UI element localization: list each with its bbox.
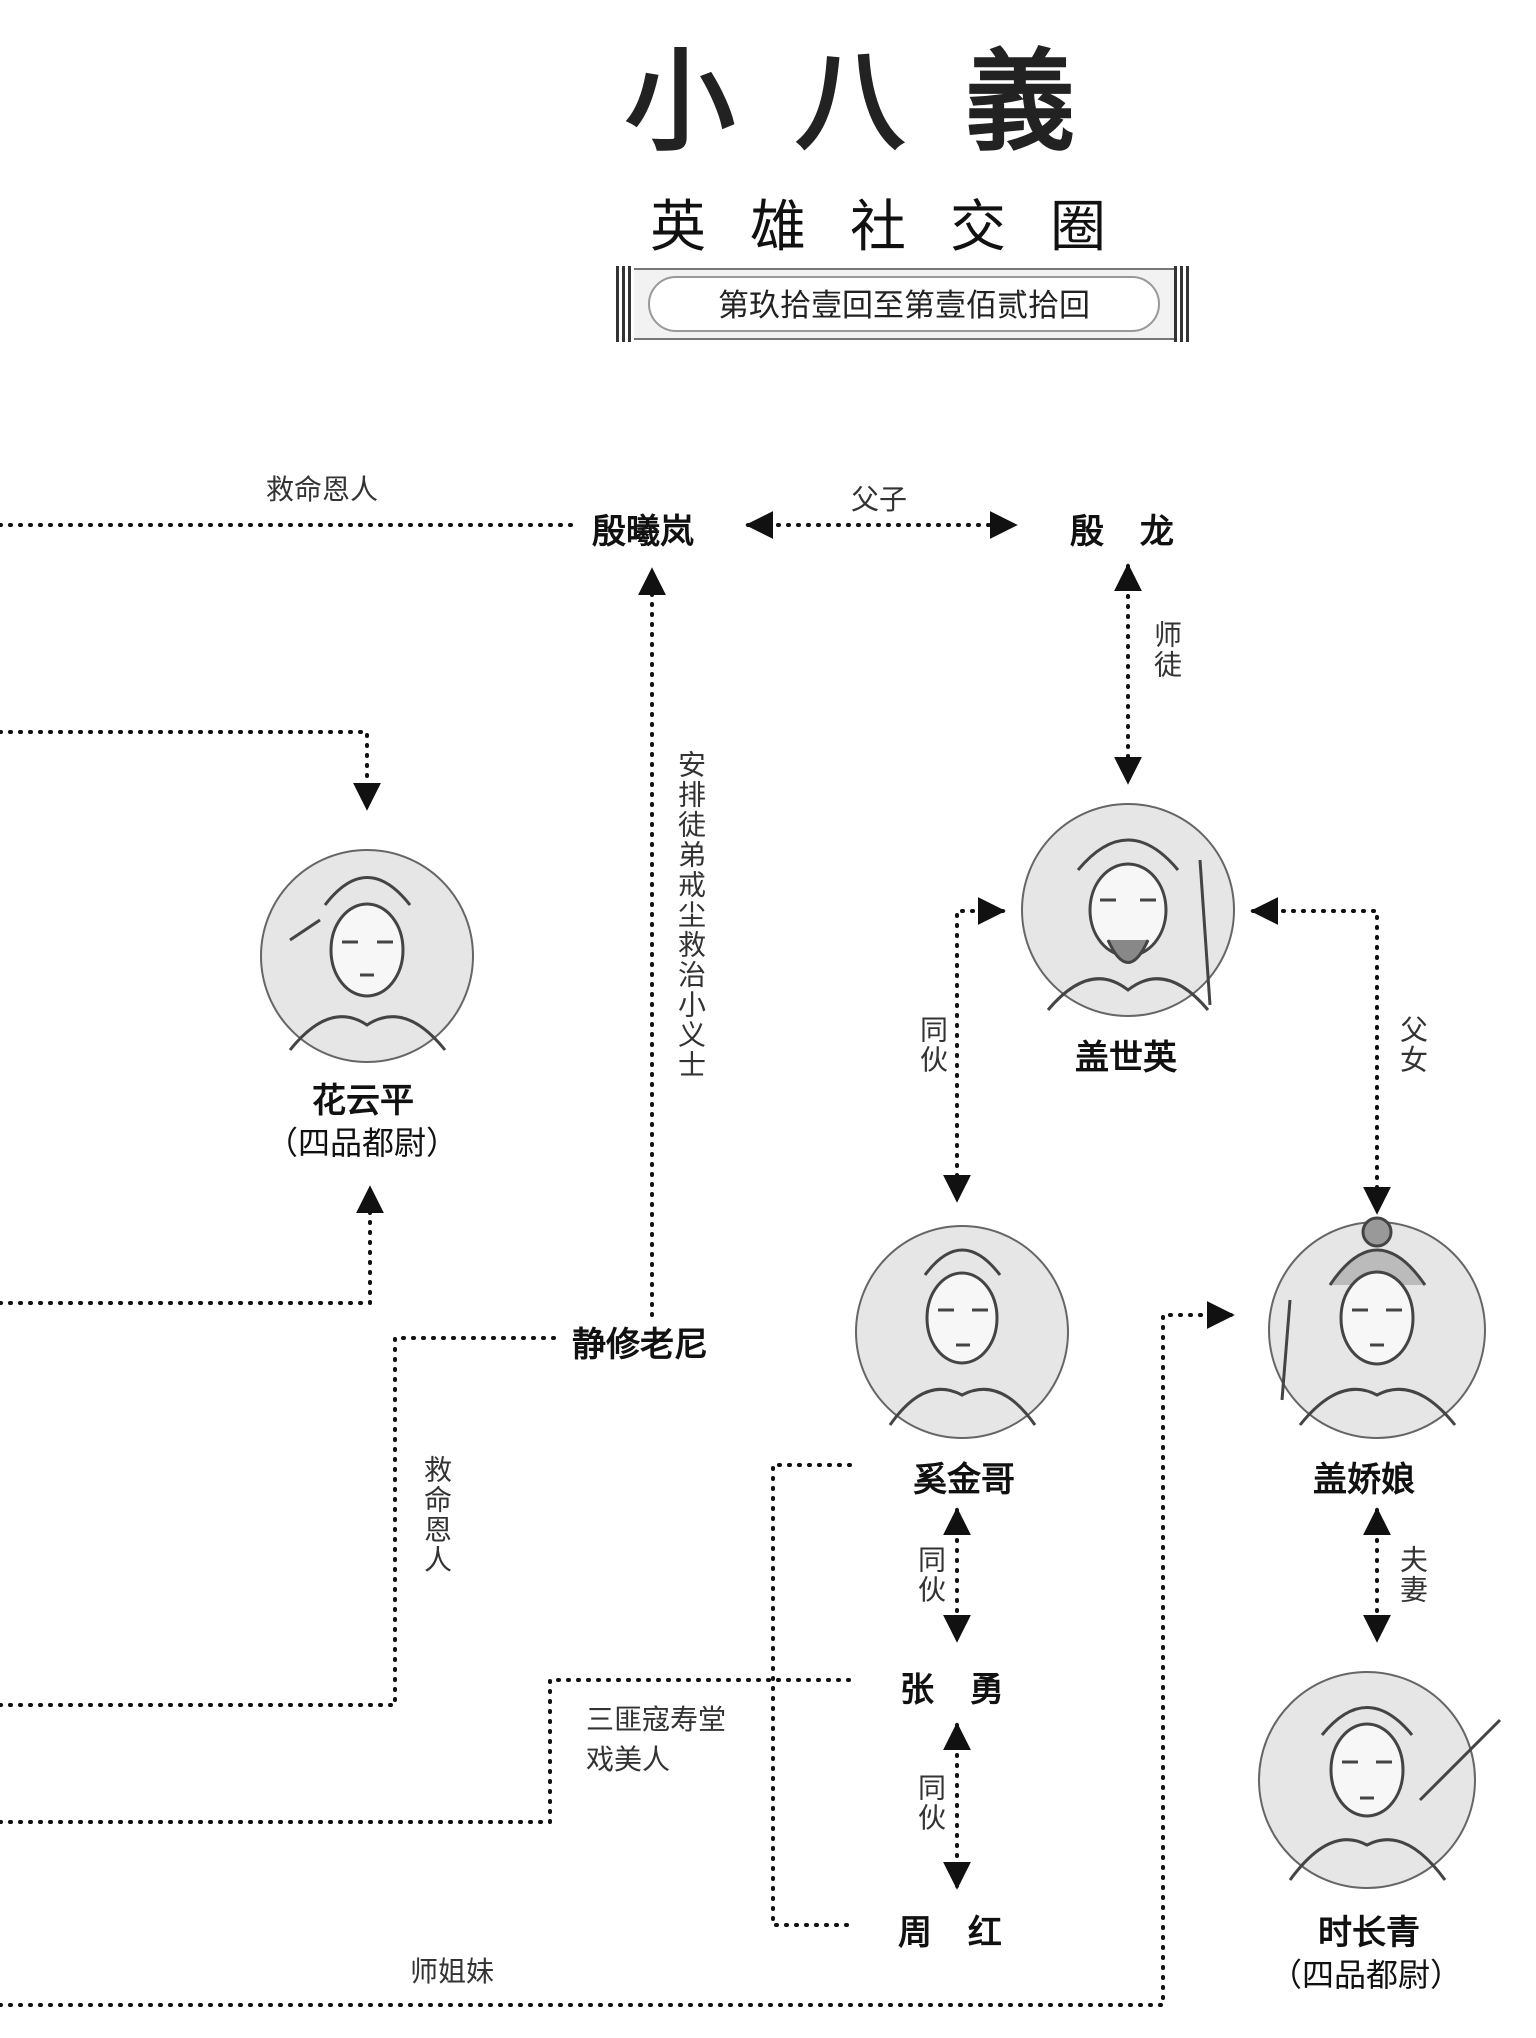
- line-father-daughter: [1250, 897, 1391, 1215]
- name-shi-changqing: 时长青: [1318, 1913, 1420, 1953]
- line-to-huayunping-bottom: [0, 1185, 384, 1305]
- rank-hua-yunping: （四品都尉）: [266, 1124, 459, 1162]
- title-subtitle: 英雄社交圈: [650, 195, 1150, 260]
- label-companions-2: 同伙: [914, 1545, 947, 1605]
- name-zhou-hong: 周 红: [898, 1913, 1014, 1953]
- line-shouyutang: [0, 1678, 852, 1824]
- label-life-saver-top: 救命恩人: [266, 473, 379, 506]
- line-sworn-sisters: [0, 1301, 1235, 2007]
- line-xijinge-zhouhong-bracket: [771, 1463, 852, 1927]
- portrait-hua-yunping: [260, 849, 474, 1063]
- name-jingxiu: 静修老尼: [572, 1325, 708, 1365]
- name-yin-long: 殷 龙: [1070, 512, 1186, 552]
- name-xi-jinge: 奚金哥: [913, 1460, 1015, 1500]
- line-to-huayunping-top: [0, 730, 381, 811]
- name-gai-shiying: 盖世英: [1075, 1038, 1177, 1078]
- label-companions-3: 同伙: [914, 1773, 947, 1833]
- bearded-elder-portrait-icon: [1046, 838, 1212, 1011]
- line-companions-1: [943, 897, 1006, 1203]
- young-hero-portrait-icon: [288, 876, 447, 1051]
- line-life-saver-left: [0, 1336, 562, 1707]
- name-zhang-yong: 张 勇: [900, 1670, 1016, 1710]
- label-sworn-sisters: 师姐妹: [410, 1955, 495, 1988]
- portrait-shi-changqing: [1258, 1671, 1502, 1889]
- portrait-gai-jiaoniang: [1268, 1216, 1486, 1439]
- title-main: 小八義: [625, 37, 1135, 166]
- chapter-range: 第玖拾壹回至第壹佰贰拾回: [648, 276, 1160, 332]
- label-arrange-disciple: 安排徒弟戒尘救治小义士: [674, 750, 707, 1080]
- portrait-xi-jinge: [855, 1225, 1069, 1439]
- label-husband-wife: 夫妻: [1396, 1545, 1429, 1605]
- portrait-gai-shiying: [1021, 803, 1235, 1017]
- label-companions-1: 同伙: [916, 1015, 949, 1075]
- name-hua-yunping: 花云平: [312, 1081, 414, 1121]
- label-father-son: 父子: [851, 483, 908, 516]
- chapter-banner: 第玖拾壹回至第壹佰贰拾回: [616, 266, 1192, 342]
- label-life-saver-left: 救命恩人: [420, 1455, 453, 1575]
- name-gai-jiaoniang: 盖娇娘: [1313, 1460, 1415, 1500]
- warrior-portrait-icon: [1288, 1706, 1502, 1881]
- rank-shi-changqing: （四品都尉）: [1270, 1956, 1463, 1994]
- label-shouyutang: 三匪寇寿堂戏美人: [586, 1703, 727, 1776]
- label-father-daughter: 父女: [1396, 1015, 1429, 1075]
- heroine-portrait-icon: [1280, 1216, 1457, 1426]
- name-yin-xilan: 殷曦岚: [592, 512, 694, 552]
- youth-portrait-icon: [888, 1248, 1037, 1426]
- label-master-disciple: 师徒: [1150, 620, 1183, 680]
